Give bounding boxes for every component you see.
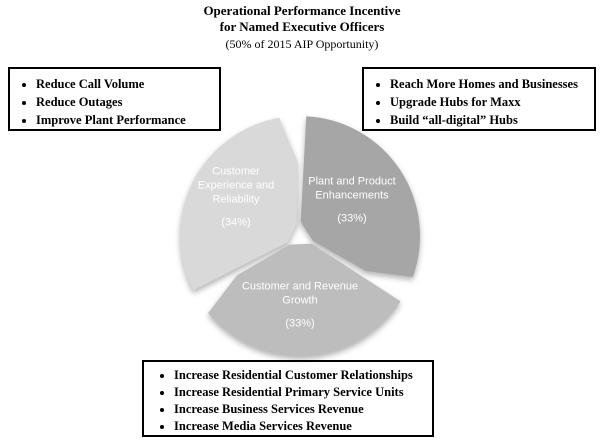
segment-plant-product-enhancements	[300, 116, 421, 277]
bullet-item: Reduce Outages	[36, 93, 211, 111]
bullet-item: Reduce Call Volume	[36, 75, 211, 93]
bullet-item: Increase Residential Primary Service Uni…	[174, 384, 424, 401]
bullet-item: Improve Plant Performance	[36, 111, 211, 129]
cycle-pie-diagram	[180, 116, 421, 356]
title-line-1: Operational Performance Incentive	[203, 3, 401, 18]
bullet-item: Increase Business Services Revenue	[174, 401, 424, 418]
bullet-item: Reach More Homes and Businesses	[390, 75, 586, 93]
callout-plant-product: Reach More Homes and Businesses Upgrade …	[362, 67, 596, 131]
segment-name: Customer and Revenue Growth	[241, 280, 359, 307]
segment-name: Customer Experience and Reliability	[197, 165, 275, 206]
callout-revenue-growth: Increase Residential Customer Relationsh…	[142, 360, 434, 437]
figure-title: Operational Performance Incentive for Na…	[0, 3, 604, 52]
callout-list: Reduce Call Volume Reduce Outages Improv…	[10, 69, 219, 135]
segment-customer-experience-reliability	[180, 117, 298, 291]
segment-label-customer-experience: Customer Experience and Reliability (34%…	[191, 165, 281, 230]
callout-customer-experience: Reduce Call Volume Reduce Outages Improv…	[8, 67, 221, 131]
callout-list: Reach More Homes and Businesses Upgrade …	[364, 69, 594, 135]
title-line-3: (50% of 2015 AIP Opportunity)	[225, 37, 379, 51]
bullet-item: Build “all-digital” Hubs	[390, 111, 586, 129]
segment-percent: (33%)	[337, 212, 367, 225]
segment-label-plant-product: Plant and Product Enhancements (33%)	[304, 175, 400, 226]
callout-list: Increase Residential Customer Relationsh…	[144, 362, 432, 440]
title-line-2: for Named Executive Officers	[219, 19, 385, 34]
segment-percent: (34%)	[221, 216, 251, 229]
segment-name: Plant and Product Enhancements	[308, 175, 396, 202]
bullet-item: Upgrade Hubs for Maxx	[390, 93, 586, 111]
bullet-item: Increase Residential Customer Relationsh…	[174, 367, 424, 384]
segment-label-revenue-growth: Customer and Revenue Growth (33%)	[240, 280, 360, 331]
segment-customer-revenue-growth	[208, 243, 401, 356]
segment-percent: (33%)	[285, 317, 315, 330]
bullet-item: Increase Media Services Revenue	[174, 418, 424, 435]
